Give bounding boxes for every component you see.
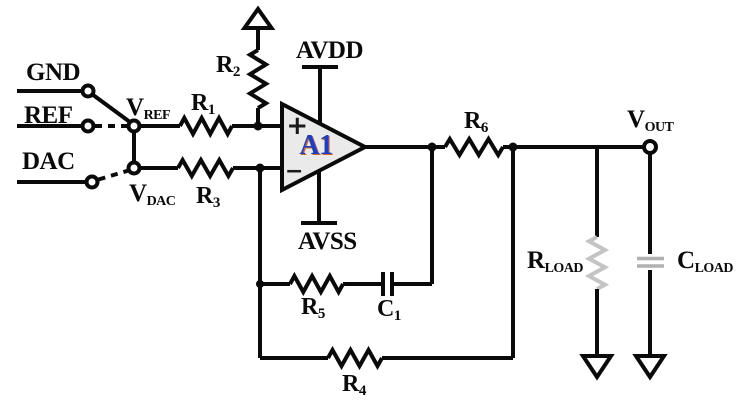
vout-terminal [642, 139, 658, 155]
junction-r6-output [508, 142, 518, 152]
r6-zigzag [443, 135, 505, 159]
feedback-r4 [258, 147, 515, 371]
label-c1: C1 [377, 296, 401, 324]
opamp-plus-input-sign: + [286, 111, 308, 141]
junction-opamp-output [427, 142, 437, 152]
ref-terminal [80, 118, 96, 134]
supply-up-arrow [240, 5, 276, 30]
power-avdd [302, 65, 338, 132]
label-cload: CLOAD [677, 247, 734, 276]
opamp-minus-input-sign: − [285, 159, 303, 184]
r1-zigzag [178, 113, 234, 139]
input-dac [17, 174, 100, 190]
r5-zigzag [288, 271, 345, 297]
label-vref: VREF [126, 94, 171, 123]
label-dac: DAC [22, 148, 75, 175]
load-resistor-branch [579, 147, 615, 381]
label-vdac: VDAC [129, 180, 176, 209]
ground-arrow-cload [632, 354, 668, 381]
label-r4: R4 [342, 371, 366, 399]
gnd-terminal [80, 83, 96, 99]
vdac-node-terminal [126, 160, 142, 176]
feedback-r5-c1 [260, 147, 434, 297]
label-r5: R5 [301, 294, 325, 322]
rload-zigzag [584, 235, 610, 291]
label-ref: REF [24, 102, 73, 129]
selector-switch [91, 92, 132, 182]
dac-terminal [84, 174, 100, 190]
ground-arrow-rload [579, 354, 615, 381]
label-r3: R3 [196, 183, 220, 211]
label-r1: R1 [191, 90, 215, 118]
label-avdd: AVDD [296, 37, 364, 64]
label-r2: R2 [216, 52, 240, 80]
junction-r5-tap [256, 280, 264, 288]
input-ref [17, 118, 96, 134]
r4-zigzag [326, 345, 384, 371]
junction-inverting-input [255, 163, 265, 173]
junction-noninverting-input [253, 121, 263, 131]
opamp-name-label: A1 [299, 130, 333, 161]
r3-zigzag [176, 155, 235, 181]
resistor-r2 [240, 5, 276, 126]
switch-dashed-dac [97, 168, 130, 182]
r2-zigzag [246, 48, 270, 110]
label-gnd: GND [26, 59, 81, 86]
input-gnd [17, 83, 96, 99]
label-r6: R6 [464, 108, 488, 136]
opamp-a1-body [280, 100, 370, 194]
label-avss: AVSS [298, 228, 357, 255]
output-rail [365, 135, 650, 159]
label-rload: RLOAD [527, 247, 584, 276]
power-avss [301, 164, 337, 225]
load-capacitor-branch [632, 152, 668, 381]
switch-arm-gnd [91, 92, 132, 125]
label-vout: VOUT [627, 106, 674, 135]
